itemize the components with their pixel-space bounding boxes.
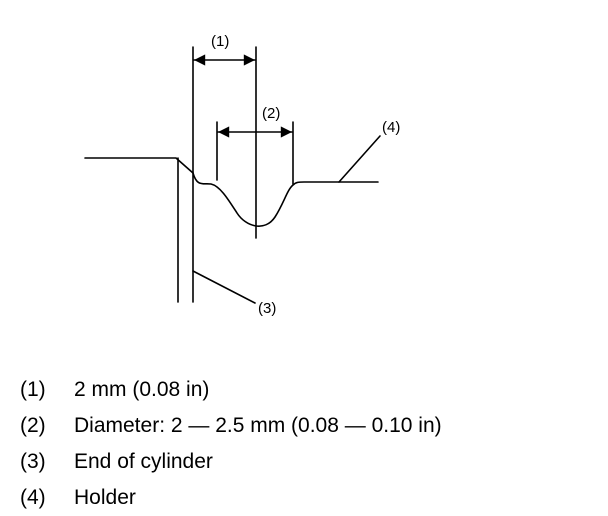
legend-item-4: (4) Holder (20, 480, 442, 516)
leader-line-3 (192, 270, 256, 304)
legend-text: Holder (74, 486, 136, 509)
callout-3-label: (3) (258, 300, 276, 317)
callout-4-label: (4) (382, 119, 400, 136)
legend-number: (2) (20, 414, 46, 437)
callout-1-label: (1) (211, 33, 229, 50)
legend-text: End of cylinder (74, 450, 213, 473)
callout-2-label: (2) (262, 105, 280, 122)
legend-item-3: (3) End of cylinder (20, 444, 442, 480)
legend-text: 2 mm (0.08 in) (74, 378, 210, 401)
legend-number: (3) (20, 450, 46, 473)
cylinder-punch-mark-diagram: (1) (2) (3) (4) (84, 33, 400, 317)
legend-number: (4) (20, 486, 46, 509)
surface-profile (84, 157, 379, 227)
legend-item-2: (2) Diameter: 2 — 2.5 mm (0.08 — 0.10 in) (20, 408, 442, 444)
legend-item-1: (1) 2 mm (0.08 in) (20, 372, 442, 408)
legend-list: (1) 2 mm (0.08 in) (2) Diameter: 2 — 2.5 m… (20, 372, 442, 516)
leader-line-4 (338, 135, 381, 183)
legend-text: Diameter: 2 — 2.5 mm (0.08 — 0.10 in) (74, 414, 442, 437)
legend-number: (1) (20, 378, 46, 401)
